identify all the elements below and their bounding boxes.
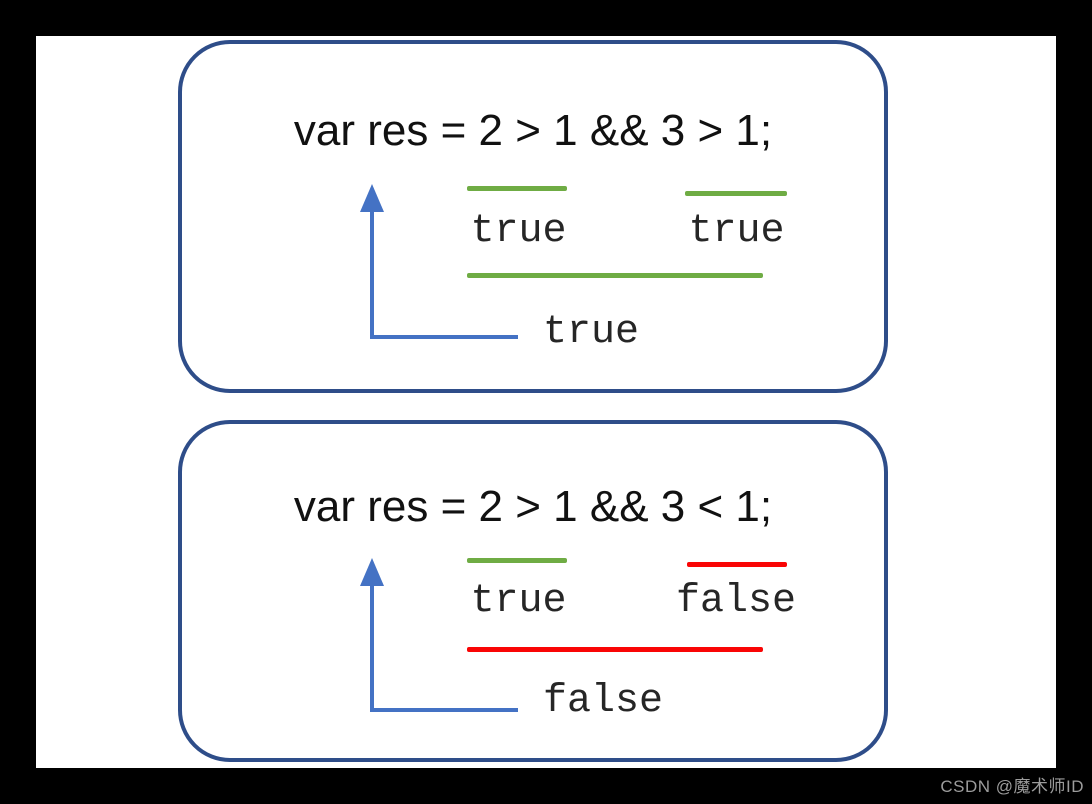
result-arrow-vertical-line [370,582,374,712]
left-operand-value: true [470,209,567,254]
watermark: CSDN @魔术师ID [940,777,1084,796]
final-result-value: false [543,679,664,724]
arrowhead-up-icon [360,558,384,586]
right-operand-value: false [675,579,797,624]
right-operand-value: true [688,209,785,254]
code-expression: var res = 2 > 1 && 3 < 1; [293,482,773,531]
right-operand-underline [685,191,787,196]
final-result-value: true [543,310,640,355]
left-operand-underline [467,558,567,563]
result-arrow-horizontal-line [370,708,518,712]
result-arrow-horizontal-line [370,335,518,339]
result-arrow-vertical-line [370,208,374,339]
left-operand-value: true [470,579,567,624]
and-true-example-box: var res = 2 > 1 && 3 > 1; true true true [178,40,888,393]
code-expression: var res = 2 > 1 && 3 > 1; [293,106,773,155]
combined-expression-underline [467,273,763,278]
combined-expression-underline [467,647,763,652]
left-operand-underline [467,186,567,191]
and-false-example-box: var res = 2 > 1 && 3 < 1; true false fal… [178,420,888,762]
arrowhead-up-icon [360,184,384,212]
right-operand-underline [687,562,787,567]
slide-canvas: var res = 2 > 1 && 3 > 1; true true true… [36,36,1056,768]
